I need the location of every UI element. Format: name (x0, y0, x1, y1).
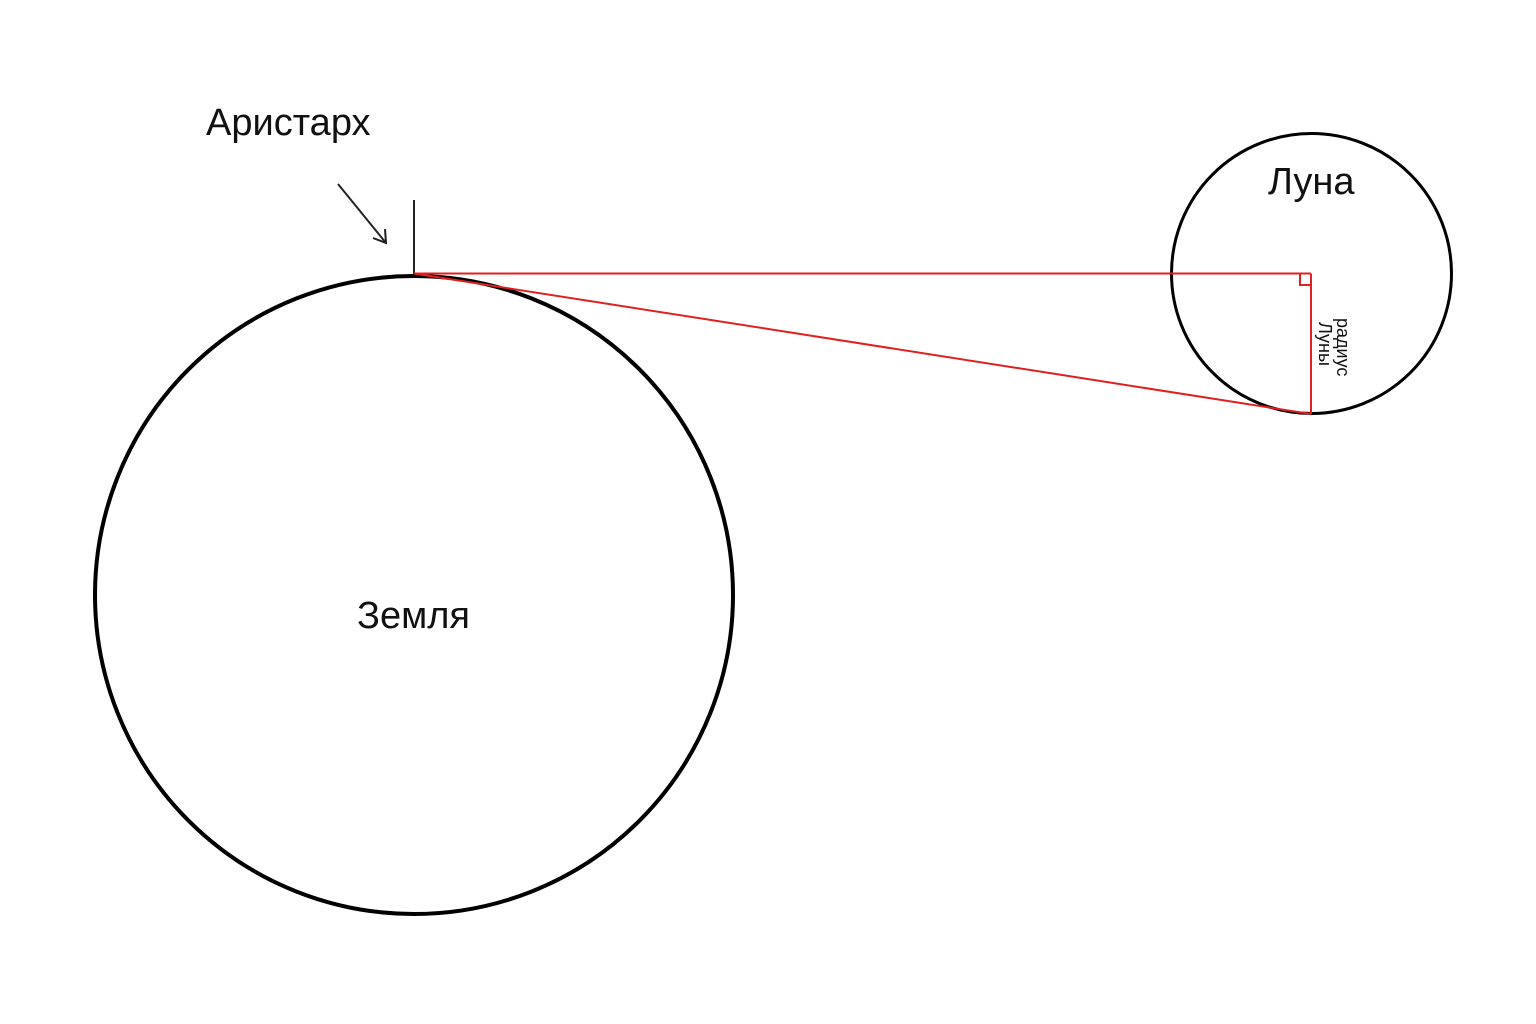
construction-triangle (413, 272, 1312, 415)
moon-radius-label-line1: радиус (1333, 318, 1353, 376)
right-angle-marker (1299, 273, 1311, 286)
moon-radius-label: радиус Луны (1315, 318, 1353, 376)
moon-radius-label-line2: Луны (1315, 322, 1335, 366)
observer-label: Аристарх (206, 102, 371, 144)
tangent-line-to-moon (413, 272, 1312, 415)
moon-label: Луна (1268, 161, 1355, 203)
earth-label: Земля (357, 595, 470, 637)
earth-circle (93, 274, 735, 916)
observer-arrow-icon (337, 183, 388, 245)
